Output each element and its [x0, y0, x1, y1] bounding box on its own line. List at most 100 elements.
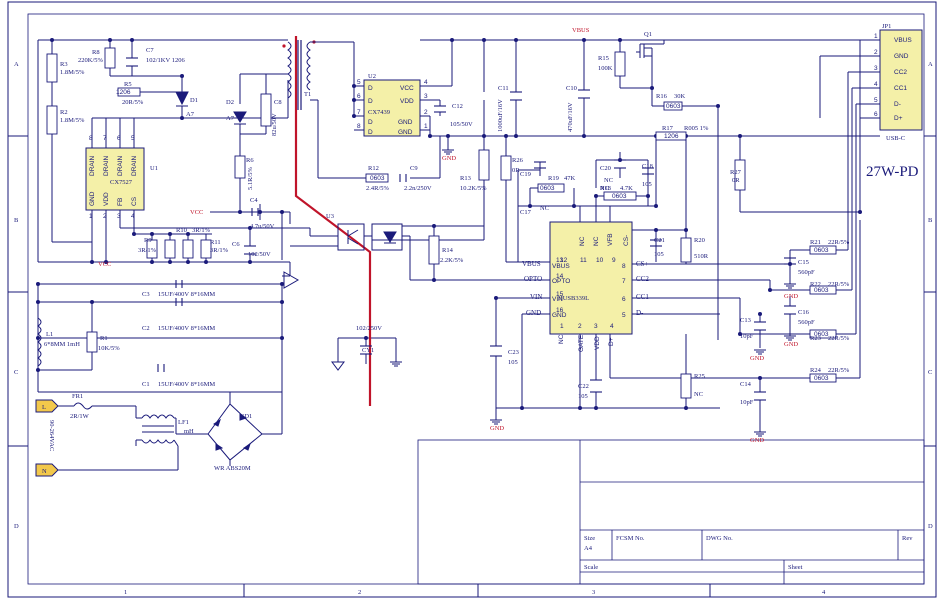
l1-label: L1 — [46, 331, 53, 338]
r13-label: R13 — [460, 175, 471, 182]
input-n-label: N — [42, 468, 47, 475]
r22-label: R22 — [810, 281, 821, 288]
u2-pin-vdd: VDD — [400, 98, 414, 105]
fr1-label: FR1 — [72, 393, 83, 400]
r26-label: R26 — [512, 157, 524, 164]
u2-pin-d-5: D — [368, 85, 373, 92]
col-label-1: 1 — [124, 589, 127, 596]
primary-wires — [37, 39, 397, 471]
r6-value: 5.1R/5% — [247, 166, 254, 190]
husb-pin-num-9: 9 — [612, 257, 616, 264]
row-label-b: B — [14, 217, 19, 224]
r24-label: R24 — [810, 367, 822, 374]
u1-pin-fb: FB — [117, 198, 124, 206]
d2-label: D2 — [226, 99, 234, 106]
c16-label: C16 — [798, 309, 810, 316]
r19-value: 47K — [564, 175, 576, 182]
col-label-2: 2 — [358, 589, 361, 596]
title-rev-label: Rev — [902, 535, 913, 542]
r1-value: 10K/5% — [98, 345, 120, 352]
r20-value: 510R — [694, 253, 709, 260]
r3-value: 1.8M/5% — [60, 69, 85, 76]
title-size-value: A4 — [584, 545, 593, 552]
frame-labels: 1 2 3 4 A B C D A B C D — [14, 61, 933, 596]
u1-pin-num-4: 4 — [131, 213, 135, 220]
c2-label: C2 — [142, 325, 150, 332]
u2-pin-num-2: 2 — [424, 109, 428, 116]
u2-pin-num-6: 6 — [357, 93, 361, 100]
svg-text:0603: 0603 — [666, 103, 681, 110]
row-label-d-right: D — [928, 523, 933, 530]
schematic-title: 27W-PD — [866, 164, 919, 180]
r16-label: R16 — [656, 93, 668, 100]
r22-value: 22R/5% — [828, 281, 850, 288]
r2-value: 1.8M/5% — [60, 117, 85, 124]
vbus-net-label: VBUS — [572, 27, 590, 34]
c10-value: 470uF/16V — [567, 102, 574, 132]
net-vbus-label: VBUS — [522, 260, 541, 268]
u2-pin-num-7: 7 — [357, 109, 361, 116]
r12-label: R12 — [368, 165, 379, 172]
svg-text:0603: 0603 — [814, 331, 829, 338]
gnd-net-label-1: GND — [442, 155, 456, 162]
q1-label: Q1 — [644, 31, 652, 38]
cy1-label: CY1 — [362, 347, 374, 354]
r9-label: R9 — [144, 237, 152, 244]
input-l-label: L — [42, 404, 46, 411]
r6-label: R6 — [246, 157, 254, 164]
husb-pin-nc-top-1: NC — [579, 236, 586, 246]
husb-pin-num-1: 1 — [560, 323, 564, 330]
gnd-net-label-4: GND — [750, 437, 764, 444]
net-cc2-label: CC2 — [636, 275, 649, 283]
jp1-pin-num-2: 2 — [874, 49, 878, 56]
c17-label: C17 — [520, 209, 532, 216]
u2-pin-num-3: 3 — [424, 93, 428, 100]
svg-text:0603: 0603 — [612, 193, 627, 200]
net-gnd-label: GND — [526, 309, 541, 317]
c3-label: C3 — [142, 291, 150, 298]
c15-label: C15 — [798, 259, 809, 266]
c17-value: NC — [540, 205, 549, 212]
junction-dots — [36, 38, 862, 410]
svg-text:0603: 0603 — [540, 185, 555, 192]
husb-pin-vbus: VBUS — [552, 263, 570, 270]
u2-pin-num-8: 8 — [357, 123, 361, 130]
r15-label: R15 — [598, 55, 609, 62]
row-label-c: C — [14, 369, 18, 376]
c20-label: C20 — [600, 165, 611, 172]
svg-text:1206: 1206 — [116, 89, 131, 96]
jp1-pin-gnd: GND — [894, 53, 909, 60]
choke-lf1 — [136, 414, 179, 447]
c7-value: 102/1KV 1206 — [146, 57, 185, 64]
u1-pin-num-8: 8 — [89, 135, 93, 142]
husb-pin-num-14: 14 — [556, 273, 564, 280]
svg-text:0603: 0603 — [814, 375, 829, 382]
c11-value: 1000uF/16V — [497, 99, 504, 132]
u1-pin-drain-1: DRAIN — [89, 155, 96, 176]
u1-pin-cs: CS — [131, 196, 138, 206]
bd1-value: WR ABS20M — [214, 465, 251, 472]
bridge-rectifier — [207, 403, 263, 461]
u1-label: U1 — [150, 165, 158, 172]
u1-pin-num-1: 1 — [89, 213, 93, 220]
r20-label: R20 — [694, 237, 705, 244]
u1-part: CX7527 — [110, 179, 133, 186]
u2-pin-vcc: VCC — [400, 85, 414, 92]
r18-label: R18 — [600, 185, 611, 192]
c8-value: 82u/50V — [271, 113, 278, 136]
jp1-pin-dplus: D+ — [894, 115, 903, 122]
husb-pin-num-15: 15 — [556, 291, 564, 298]
optocoupler-u3 — [337, 223, 403, 251]
l1-value: 6*8MM 1mH — [44, 341, 80, 348]
u2-pin-num-4: 4 — [424, 79, 428, 86]
u3-label: U3 — [326, 213, 334, 220]
t1-dot-primary — [282, 44, 286, 48]
c10-label: C10 — [566, 85, 577, 92]
u2-pin-d-8: D — [368, 129, 373, 136]
gnd-net-label-2: GND — [490, 425, 504, 432]
c13-value: 10pF — [740, 333, 754, 340]
lf1-label: LF1 — [178, 419, 189, 426]
r21-value: 22R/5% — [828, 239, 850, 246]
husb-pin-num-8: 8 — [622, 263, 626, 270]
r10-value: 3R/1% — [192, 227, 211, 234]
